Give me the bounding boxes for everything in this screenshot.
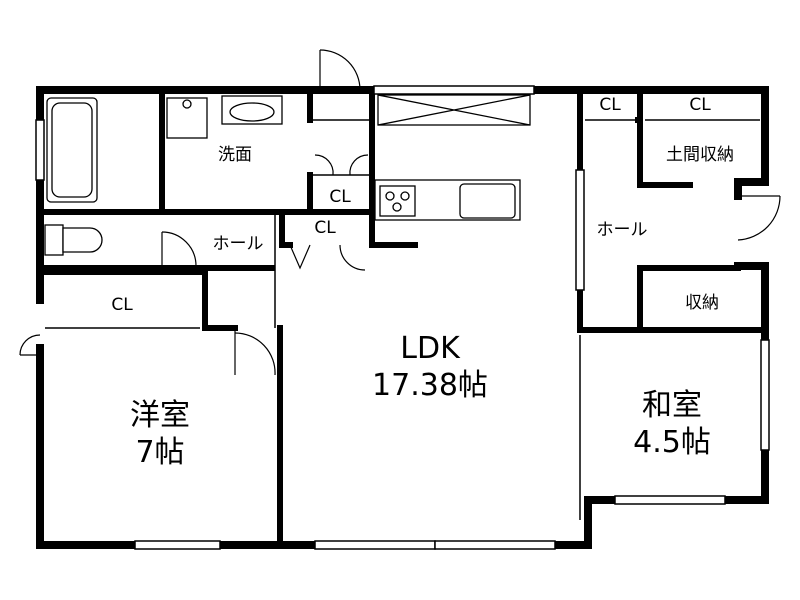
western-room-size-label: 7帖 <box>135 435 184 470</box>
toilet <box>44 224 64 256</box>
exterior-walls <box>36 86 769 549</box>
fixtures <box>44 94 531 256</box>
cl-western-label: CL <box>111 295 133 315</box>
hall-right-label: ホール <box>597 220 648 240</box>
wash-room-label: 洗面 <box>218 145 252 165</box>
cl-top-right-small-label: CL <box>599 95 621 115</box>
storage-label: 収納 <box>685 293 719 313</box>
cl-wash-label: CL <box>329 187 351 207</box>
hall-left-label: ホール <box>213 234 264 254</box>
western-room-name-label: 洋室 <box>130 398 190 433</box>
room-labels: 洗面 ホール ホール 土間収納 収納 CL CL CL CL CL LDK 17… <box>111 95 734 470</box>
cl-top-right-large-label: CL <box>689 95 711 115</box>
interior-walls <box>37 87 768 548</box>
ldk-name-label: LDK <box>400 331 461 366</box>
japanese-room-size-label: 4.5帖 <box>633 425 711 460</box>
sink-icon <box>459 183 516 219</box>
thin-lines <box>45 119 760 520</box>
doma-storage-label: 土間収納 <box>666 145 734 165</box>
ldk-size-label: 17.38帖 <box>372 368 488 403</box>
windows <box>35 85 770 550</box>
cl-hall-label: CL <box>314 218 336 238</box>
doors <box>19 49 781 376</box>
japanese-room-name-label: 和室 <box>642 388 702 423</box>
